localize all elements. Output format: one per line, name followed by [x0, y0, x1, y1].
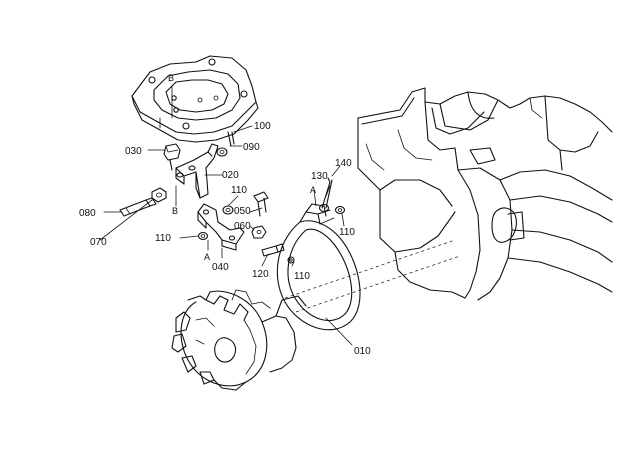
label-120: 120: [252, 269, 269, 280]
transmission-housing: [357, 87, 613, 301]
bolt-140: [321, 177, 333, 209]
bolt-050: [253, 191, 269, 217]
part-labels: 030 020 090 100 080 070 110 110 050 060 …: [79, 121, 371, 357]
label-090: 090: [243, 142, 260, 153]
bolt-030: [163, 143, 181, 171]
washer-090: [216, 147, 228, 157]
label-110-right: 110: [339, 227, 355, 238]
label-080: 080: [79, 208, 96, 219]
ref-a-bracket: A: [204, 252, 210, 262]
label-040: 040: [212, 262, 229, 273]
bolt-080: [119, 197, 157, 217]
nut-060: [251, 225, 267, 239]
shaft-axis: [284, 239, 461, 313]
washer-110-b: [197, 231, 209, 241]
mounting-plate: [131, 55, 259, 143]
label-110-left: 110: [155, 233, 171, 244]
label-050: 050: [234, 206, 251, 217]
label-070: 070: [90, 237, 107, 248]
label-010: 010: [354, 346, 371, 357]
label-110-upper: 110: [231, 185, 247, 196]
ref-a-band: A: [310, 185, 316, 195]
label-030: 030: [125, 146, 142, 157]
clamp-band-010: [276, 203, 361, 331]
bracket-040: [197, 203, 245, 251]
ref-b-bracket: B: [172, 206, 178, 216]
label-140: 140: [335, 158, 352, 169]
washer-110-a: [222, 205, 234, 215]
label-130: 130: [311, 171, 328, 182]
reference-letters: B B A A: [168, 73, 316, 262]
bolt-120: [261, 243, 285, 257]
label-060: 060: [234, 221, 251, 232]
ref-b-plate: B: [168, 73, 174, 83]
bearing-yoke: [171, 289, 307, 391]
washer-130: [318, 203, 330, 213]
label-110-band: 110: [294, 271, 310, 282]
pin-100: [227, 131, 235, 147]
label-020: 020: [222, 170, 239, 181]
leader-lines: [99, 125, 353, 346]
bracket-020: [175, 143, 219, 199]
label-100: 100: [254, 121, 271, 132]
nut-070: [151, 187, 167, 203]
washer-110-c: [334, 205, 346, 215]
